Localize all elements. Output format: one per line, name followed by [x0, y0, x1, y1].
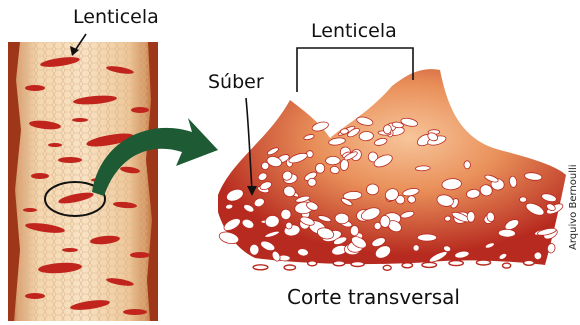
tissue-cell [333, 261, 345, 266]
cross-lenticel-label: Lenticela [311, 20, 397, 42]
lenticel-mark [62, 248, 78, 252]
lenticel-mark [48, 143, 62, 147]
tissue-cell [253, 265, 268, 270]
tissue-cell [285, 222, 292, 229]
tissue-cell [308, 261, 317, 266]
lenticel-mark [123, 309, 147, 315]
tissue-cell [498, 229, 515, 237]
tissue-cell [316, 163, 325, 173]
tissue-cell [464, 161, 471, 169]
tissue-cell [402, 263, 412, 268]
tissue-cell [444, 216, 451, 222]
lenticel-mark [25, 85, 45, 91]
tissue-cell [476, 260, 490, 265]
tissue-cell [351, 262, 364, 267]
tissue-cell [467, 211, 475, 222]
cross-section [218, 69, 566, 270]
tissue-cell [519, 197, 526, 203]
image-credit: Arquivo Bernoulli [568, 164, 579, 250]
tissue-cell [417, 234, 436, 241]
lenticel-mark [131, 107, 149, 113]
tissue-cell [413, 244, 420, 251]
stem-bark-cells [18, 42, 148, 321]
lenticel-mark [72, 118, 88, 122]
tissue-cell [366, 184, 379, 195]
tissue-cell [307, 178, 316, 187]
lenticel-mark [25, 293, 45, 299]
tissue-cell [503, 263, 511, 268]
suber-label: Súber [208, 71, 264, 93]
tissue-cell [422, 262, 437, 267]
lenticel-mark [23, 208, 37, 212]
tissue-cell [284, 265, 295, 270]
tissue-cell [249, 244, 259, 255]
tissue-cell [524, 260, 535, 265]
tissue-cell [380, 215, 390, 227]
tissue-cell [326, 156, 341, 165]
tissue-cell [415, 166, 430, 172]
stem-lenticel-label: Lenticela [73, 6, 159, 28]
tissue-cell [383, 265, 391, 270]
stem-bark [8, 42, 158, 321]
lenticel-mark [58, 157, 82, 163]
tissue-cell [350, 225, 359, 236]
tissue-cell [449, 261, 463, 266]
lenticel-mark [31, 173, 49, 179]
lenticel-mark [130, 252, 150, 258]
cross-section-caption: Corte transversal [287, 285, 460, 309]
